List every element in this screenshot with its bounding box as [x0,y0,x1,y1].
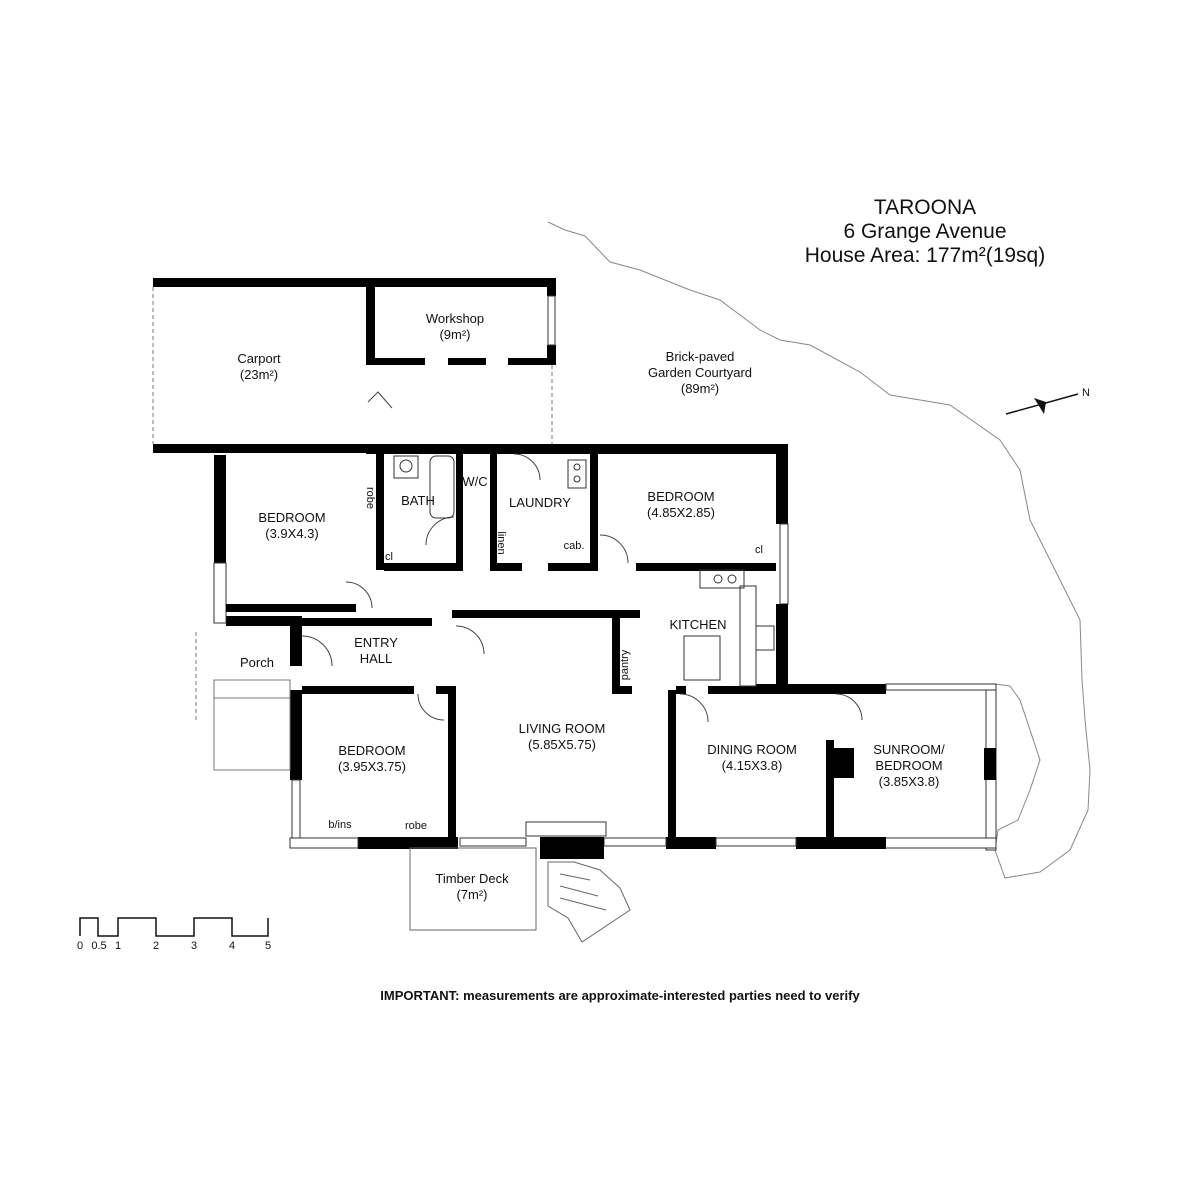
scale-bar: 0 0.5 1 2 3 4 5 [77,917,271,952]
entry-label-2: HALL [360,651,393,666]
porch-steps [195,632,291,771]
dining-dims: (4.15X3.8) [722,758,783,773]
closet-north-label: cl [755,544,763,556]
workshop-label: Workshop [426,311,484,326]
bedroom-north-label: BEDROOM [647,489,714,504]
bedroom-south-dims: (3.95X3.75) [338,759,406,774]
dining-label: DINING ROOM [707,742,797,757]
living-dims: (5.85X5.75) [528,737,596,752]
sunroom-label-2: BEDROOM [875,758,942,773]
scale-tick-1: 0.5 [91,940,106,952]
closet-west-label: cl [385,551,393,563]
scale-tick-4: 3 [191,940,197,952]
compass-north-label: N [1082,387,1090,399]
deck-stairs [409,847,631,943]
workshop: Workshop (9m²) [366,287,556,365]
carport-area: (23m²) [240,367,278,382]
courtyard-label-1: Brick-paved [666,349,735,364]
disclaimer-note: IMPORTANT: measurements are approximate-… [380,988,860,1003]
robe-south-label: robe [405,820,427,832]
linen-label: linen [495,531,507,554]
deck-label: Timber Deck [435,871,509,886]
living-label: LIVING ROOM [519,721,606,736]
pantry-label: pantry [619,649,631,680]
cabinet-label: cab. [564,540,585,552]
courtyard-area: (89m²) [681,381,719,396]
bedroom-south-label: BEDROOM [338,743,405,758]
bath-label: BATH [401,493,435,508]
plan-suburb: TAROONA [873,196,977,219]
bedroom-north-dims: (4.85X2.85) [647,505,715,520]
scale-tick-6: 5 [265,940,271,952]
fixtures [393,455,775,681]
sunroom-dims: (3.85X3.8) [879,774,940,789]
bedroom-west-label: BEDROOM [258,510,325,525]
workshop-area: (9m²) [439,327,470,342]
deck-area: (7m²) [456,887,487,902]
entry-label-1: ENTRY [354,635,398,650]
robe-west-label: robe [364,487,376,509]
porch-label: Porch [240,655,274,670]
courtyard-label-2: Garden Courtyard [648,365,752,380]
laundry-label: LAUNDRY [509,495,571,510]
wc-label: W/C [462,474,487,489]
scale-tick-3: 2 [153,940,159,952]
plan-house-area: House Area: 177m²(19sq) [804,244,1046,267]
bedroom-west-dims: (3.9X4.3) [265,526,318,541]
compass-icon: N [1005,387,1090,415]
scale-tick-2: 1 [115,940,121,952]
carport-label: Carport [237,351,281,366]
sunroom-label-1: SUNROOM/ [873,742,945,757]
site-boundary [547,221,1091,879]
kitchen-label: KITCHEN [669,617,726,632]
scale-tick-5: 4 [229,940,235,952]
house-walls [213,444,997,859]
plan-address: 6 Grange Avenue [843,220,1007,243]
interior-walls [226,454,854,838]
carport: Carport (23m²) [152,278,556,453]
bins-label: b/ins [328,819,352,831]
courtyard: Brick-paved Garden Courtyard (89m²) [551,349,752,444]
scale-tick-0: 0 [77,940,83,952]
